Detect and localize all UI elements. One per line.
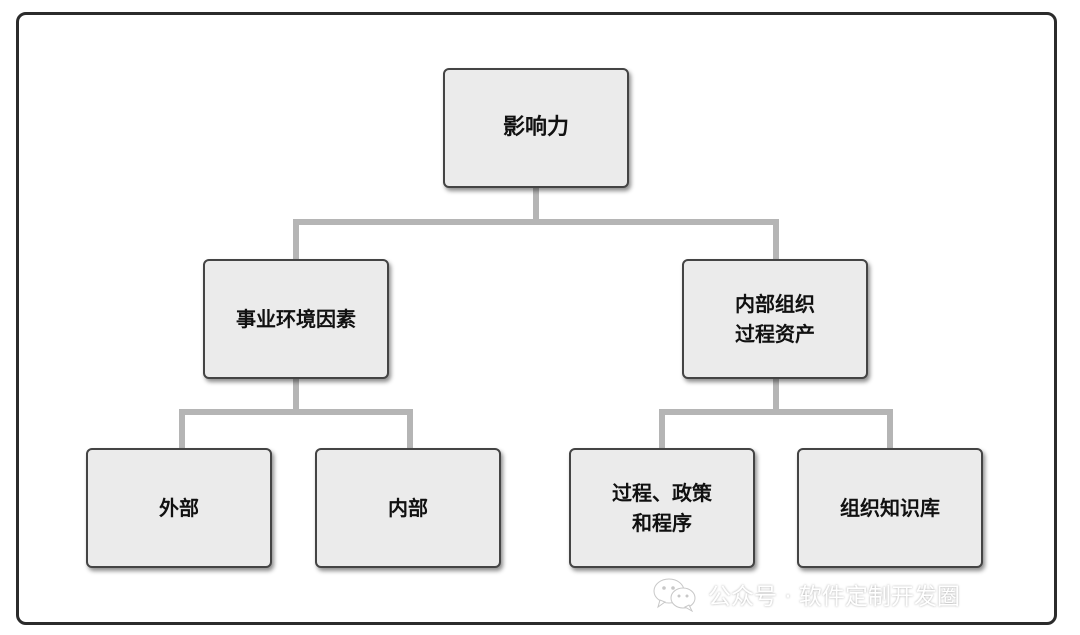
watermark: 公众号 · 软件定制开发圈 (652, 574, 960, 614)
leaf-node-internal: 内部 (315, 448, 501, 568)
branch-node-enterprise-environmental-factors: 事业环境因素 (203, 259, 389, 379)
wechat-logo-icon (653, 578, 696, 612)
leaf-node-external: 外部 (86, 448, 272, 568)
leaf-node-organizational-knowledge-base: 组织知识库 (797, 448, 983, 568)
leaf-node-processes-policies-procedures: 过程、政策 和程序 (569, 448, 755, 568)
branch-node-organizational-process-assets: 内部组织 过程资产 (682, 259, 868, 379)
watermark-text: 公众号 · 软件定制开发圈 (708, 584, 960, 610)
root-node-influence: 影响力 (443, 68, 629, 188)
